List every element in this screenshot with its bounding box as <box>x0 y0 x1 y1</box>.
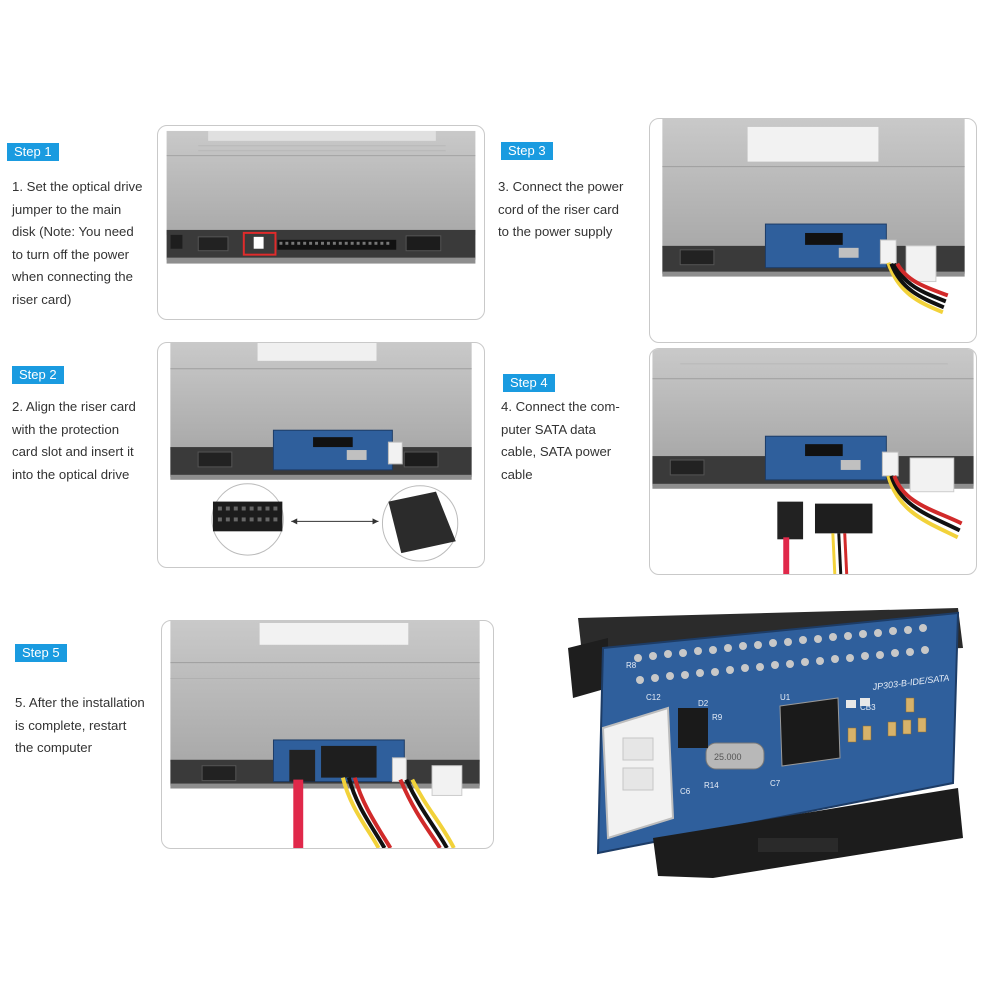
step-3-line: cord of the riser card <box>498 201 619 217</box>
step-2-line: with the protection <box>12 421 120 437</box>
step-4-badge: Step 4 <box>503 374 555 392</box>
riser-card-power-connection-illustration <box>662 119 965 315</box>
adapter-board-photo: 25.000 JP303-B-IDE/SATA R8 C12 D2 R9 U1 … <box>548 588 978 888</box>
step-2-line: 2. Align the riser card <box>12 399 136 414</box>
step-5-line: the computer <box>15 740 92 755</box>
step-3-line: 3. Connect the power <box>498 179 624 194</box>
riser-card-alignment-illustration <box>170 343 472 562</box>
label-c12: C12 <box>646 693 661 702</box>
step-2-line: into the optical drive <box>12 466 130 482</box>
label-c6: C6 <box>680 787 691 796</box>
step-5-badge: Step 5 <box>15 644 67 662</box>
step-1-line: riser card) <box>12 291 72 307</box>
step-1-description: 1. Set the optical drive jumper to the m… <box>12 176 157 311</box>
step-5-line: is complete, restart <box>15 717 127 733</box>
step-3-badge: Step 3 <box>501 142 553 160</box>
step-3-line: to the power supply <box>498 224 613 239</box>
step-4-description: 4. Connect the com- puter SATA data cabl… <box>501 396 646 486</box>
step-1-line: when connecting the <box>12 269 133 284</box>
step-1-line: disk (Note: You need <box>12 224 134 239</box>
step-1-line: 1. Set the optical drive <box>12 179 143 194</box>
step-4-line: 4. Connect the com- <box>501 399 620 414</box>
step-5-photo <box>161 620 494 849</box>
label-u1: U1 <box>780 693 791 702</box>
step-5-description: 5. After the installation is complete, r… <box>15 692 163 760</box>
step-1-line: to turn off the power <box>12 246 130 262</box>
step-1-line: jumper to the main <box>12 201 122 217</box>
step-4-line: puter SATA data <box>501 421 596 437</box>
step-1-badge: Step 1 <box>7 143 59 161</box>
label-cb3: CB3 <box>860 703 876 712</box>
installation-complete-illustration <box>170 621 480 848</box>
step-1-photo <box>157 125 485 320</box>
step-4-photo <box>649 348 977 575</box>
label-d2: D2 <box>698 699 709 708</box>
label-r9: R9 <box>712 713 723 722</box>
step-5-line: 5. After the installation <box>15 695 145 710</box>
step-4-line: cable, SATA power <box>501 444 612 459</box>
step-2-description: 2. Align the riser card with the protect… <box>12 396 157 486</box>
step-3-description: 3. Connect the power cord of the riser c… <box>498 176 646 244</box>
label-r8: R8 <box>626 661 637 670</box>
crystal-label: 25.000 <box>714 752 742 762</box>
step-4-line: cable <box>501 466 533 482</box>
optical-drive-jumper-illustration <box>166 130 476 264</box>
step-2-line: card slot and insert it <box>12 444 134 459</box>
step-2-photo <box>157 342 485 568</box>
label-c7: C7 <box>770 779 781 788</box>
step-3-photo <box>649 118 977 343</box>
ide-sata-adapter-board-illustration: 25.000 JP303-B-IDE/SATA R8 C12 D2 R9 U1 … <box>568 608 963 878</box>
step-2-badge: Step 2 <box>12 366 64 384</box>
sata-cable-connection-illustration <box>652 349 974 574</box>
label-r14: R14 <box>704 781 719 790</box>
